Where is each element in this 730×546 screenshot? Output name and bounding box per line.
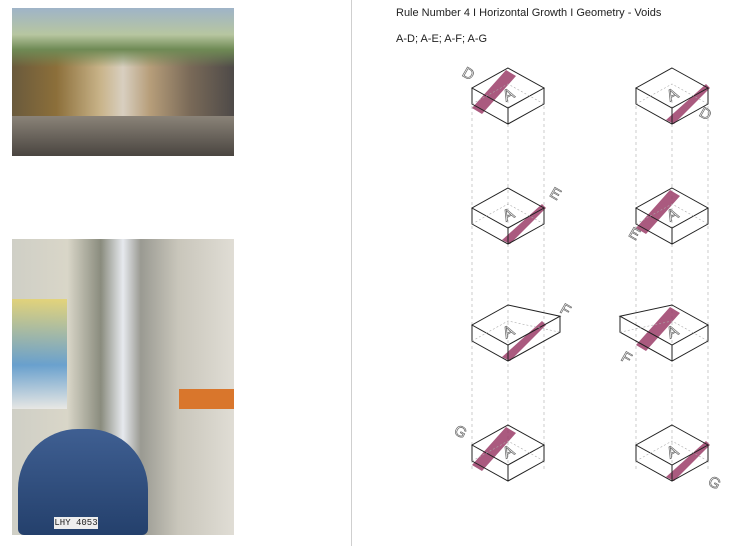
- page-subtitle: A-D; A-E; A-F; A-G: [396, 33, 488, 45]
- void-strip: [636, 307, 680, 351]
- box-hidden-edges: [635, 203, 709, 225]
- box-label-other: D: [696, 104, 714, 124]
- void-strip: [666, 84, 710, 124]
- box-hidden-edges: [619, 320, 709, 342]
- box-label-other: D: [459, 64, 477, 84]
- box-hidden-edges: [471, 83, 545, 105]
- box-label-main: A: [500, 322, 518, 342]
- box-hidden-edges: [471, 320, 561, 342]
- box-label-other: G: [451, 422, 470, 443]
- box-label-other: E: [626, 224, 643, 244]
- page-divider: [351, 0, 352, 546]
- box-hidden-edges: [635, 83, 709, 105]
- box-hidden-edges: [471, 440, 545, 462]
- box-hidden-edges: [471, 203, 545, 225]
- box-label-other: G: [705, 473, 724, 494]
- page-title: Rule Number 4 I Horizontal Growth I Geom…: [396, 7, 662, 19]
- box-hidden-edges: [635, 440, 709, 462]
- box-label-other: E: [547, 184, 564, 204]
- photo-favela-alley: LHY 4053: [12, 239, 234, 535]
- void-strip: [502, 204, 546, 244]
- void-strip: [502, 321, 546, 361]
- box-label-other: F: [618, 348, 634, 367]
- license-plate: LHY 4053: [54, 517, 98, 529]
- void-strip: [666, 441, 710, 481]
- photo-favela-street: [12, 8, 234, 156]
